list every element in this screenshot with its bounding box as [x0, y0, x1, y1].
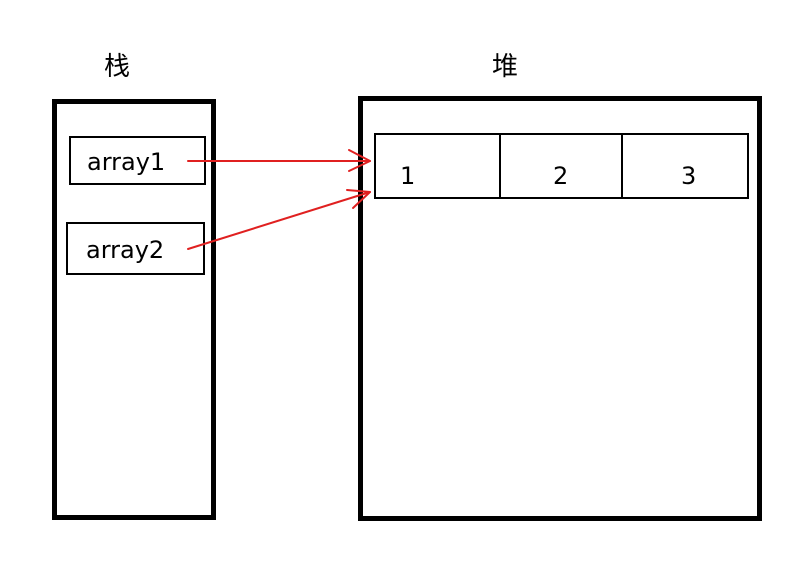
stack-variable-label: array1 — [87, 148, 166, 176]
heap-array-cell: 3 — [621, 135, 747, 197]
heap-array-value: 3 — [681, 162, 697, 190]
heap-array-value: 1 — [400, 162, 416, 190]
heap-array-cell: 2 — [499, 135, 621, 197]
heap-title: 堆 — [492, 52, 519, 82]
stack-title: 栈 — [104, 52, 131, 82]
heap-array-cell: 1 — [376, 135, 499, 197]
stack-variable-label: array2 — [86, 236, 165, 264]
stack-variable-array1: array1 — [69, 136, 206, 185]
stack-variable-array2: array2 — [66, 222, 205, 275]
heap-array-value: 2 — [553, 162, 569, 190]
heap-array: 1 2 3 — [374, 133, 749, 199]
